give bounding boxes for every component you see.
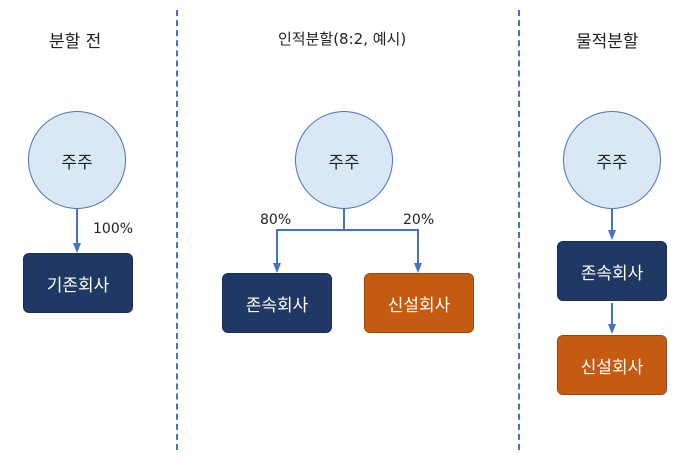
- shareholder-label: 주주: [596, 152, 628, 173]
- new-company-label: 신설회사: [580, 357, 644, 378]
- new-company-box-personal: 신설회사: [364, 273, 474, 333]
- surviving-company-label: 존속회사: [245, 295, 309, 316]
- divider-left: [176, 10, 178, 450]
- shareholder-circle-before: 주주: [28, 111, 126, 209]
- existing-company-box: 기존회사: [23, 253, 133, 313]
- divider-right: [518, 10, 520, 450]
- title-personal-split: 인적분할(8:2, 예시): [278, 30, 407, 48]
- percent-label-100: 100%: [93, 221, 134, 237]
- shareholder-circle-physical: 주주: [563, 111, 661, 209]
- new-company-box-physical: 신설회사: [557, 335, 667, 395]
- surviving-company-label: 존속회사: [580, 263, 644, 284]
- shareholder-label: 주주: [328, 152, 360, 173]
- percent-label-80: 80%: [260, 212, 292, 228]
- shareholder-label: 주주: [61, 152, 93, 173]
- new-company-label: 신설회사: [387, 295, 451, 316]
- shareholder-circle-personal: 주주: [295, 111, 393, 209]
- title-before-split: 분할 전: [49, 32, 102, 52]
- existing-company-label: 기존회사: [46, 275, 110, 296]
- percent-label-20: 20%: [403, 212, 435, 228]
- surviving-company-box-physical: 존속회사: [557, 241, 667, 301]
- surviving-company-box-personal: 존속회사: [222, 273, 332, 333]
- title-physical-split: 물적분할: [576, 32, 639, 52]
